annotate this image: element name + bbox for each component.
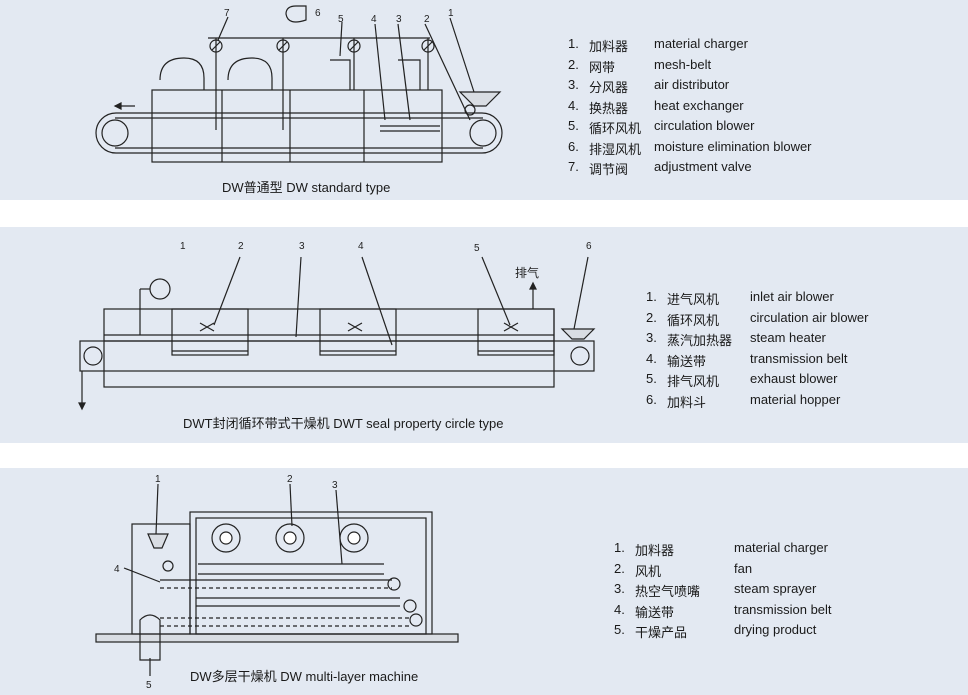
transmission-belt <box>79 340 595 372</box>
multi-callout-4: 4 <box>114 564 120 575</box>
callout-5: 5 <box>338 14 344 25</box>
dwt-callout-1: 1 <box>180 241 186 252</box>
mesh-belt <box>95 112 503 154</box>
moisture-elimination-blower <box>285 5 307 23</box>
dw-multi-layer-panel: 1 2 3 4 5 DW多层干燥机 DW multi-layer machine… <box>0 468 968 695</box>
dryer-body <box>151 89 443 163</box>
dryer-housing <box>189 511 433 635</box>
dw-callout-numbers: 7 6 5 4 3 2 1 <box>224 8 454 25</box>
floor <box>95 633 459 643</box>
multi-callout-3: 3 <box>332 480 338 491</box>
callout-1: 1 <box>448 8 454 19</box>
dwt-callout-4: 4 <box>358 241 364 252</box>
dw-standard-diagram: 7 6 5 4 3 2 1 <box>95 5 503 163</box>
chamber-3 <box>477 308 555 356</box>
multi-layer-caption: DW多层干燥机 DW multi-layer machine <box>190 669 419 684</box>
callout-2: 2 <box>424 14 430 25</box>
material-hopper <box>560 328 596 340</box>
multi-layer-diagram: 1 2 3 4 5 <box>95 474 459 691</box>
belt-roller-right <box>469 119 497 147</box>
inlet-air-blower <box>149 278 171 300</box>
material-charger <box>458 91 502 107</box>
belt-roller-left <box>101 119 129 147</box>
callout-6: 6 <box>315 8 321 19</box>
material-charger <box>147 533 169 549</box>
exhaust-blower <box>503 322 519 332</box>
dw-standard-caption: DW普通型 DW standard type <box>222 180 391 195</box>
blower-2 <box>227 57 273 90</box>
blower-1 <box>159 57 205 90</box>
callout-7: 7 <box>224 8 230 19</box>
multi-callout-5: 5 <box>146 680 152 691</box>
blower-4 <box>398 59 421 90</box>
dwt-callout-3: 3 <box>299 241 305 252</box>
blower-3 <box>330 59 351 90</box>
chamber-2 <box>319 308 397 356</box>
dwt-seal-panel: 1 2 3 4 5 6 排气 DWT封闭循环带式干燥机 DWT seal pro… <box>0 227 968 443</box>
dwt-callout-5: 5 <box>474 243 480 254</box>
fan-2 <box>275 523 305 553</box>
dwt-callout-6: 6 <box>586 241 592 252</box>
dwt-callout-2: 2 <box>238 241 244 252</box>
dwt-diagram: 1 2 3 4 5 6 排气 <box>78 241 596 411</box>
dwt-caption: DWT封闭循环带式干燥机 DWT seal property circle ty… <box>183 416 504 431</box>
callout-3: 3 <box>396 14 402 25</box>
drying-product <box>139 614 161 661</box>
exhaust-label: 排气 <box>515 265 539 280</box>
chamber-1 <box>171 308 249 356</box>
fan-1 <box>211 523 241 553</box>
dw-standard-panel: 7 6 5 4 3 2 1 DW普通型 DW standard type 1.加… <box>0 0 968 200</box>
multi-callout-2: 2 <box>287 474 293 485</box>
adjustment-valve <box>209 39 223 53</box>
callout-4: 4 <box>371 14 377 25</box>
multi-callout-1: 1 <box>155 474 161 485</box>
